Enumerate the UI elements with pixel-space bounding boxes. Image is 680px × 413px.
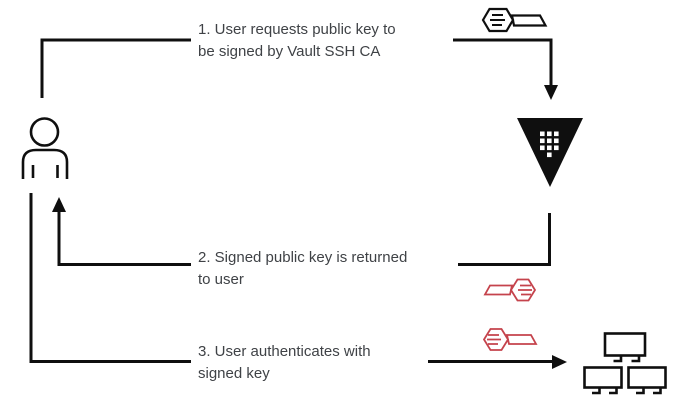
- key-icon-black: [481, 7, 548, 33]
- step-2-label: 2. Signed public key is returned to user: [191, 247, 458, 291]
- step-3-line-1: 3. User authenticates with: [198, 343, 371, 360]
- step-3-line-2: signed key: [198, 365, 270, 382]
- monitor-top-icon: [603, 332, 647, 363]
- person-icon: [21, 117, 69, 179]
- step-1-line-2: be signed by Vault SSH CA: [198, 43, 381, 60]
- arrow-head-up-icon: [52, 197, 66, 212]
- vault-logo-icon: [517, 118, 583, 187]
- monitor-bottom-right-icon: [627, 366, 667, 395]
- monitors-icon: [583, 332, 667, 395]
- monitor-bottom-left-icon: [583, 366, 623, 395]
- vault-keypad-grid: [540, 131, 559, 158]
- step-2-line-2: to user: [198, 271, 244, 288]
- arrow-head-down-icon: [544, 85, 558, 100]
- step-3-label: 3. User authenticates with signed key: [191, 341, 428, 385]
- arrow-head-right-icon: [552, 355, 567, 369]
- step-1-label: 1. User requests public key to be signed…: [191, 19, 453, 63]
- step-2-line-1: 2. Signed public key is returned: [198, 249, 408, 266]
- step-1-line-1: 1. User requests public key to: [198, 21, 396, 38]
- key-icon-red-left: [483, 278, 537, 302]
- key-icon-red-right: [482, 328, 538, 351]
